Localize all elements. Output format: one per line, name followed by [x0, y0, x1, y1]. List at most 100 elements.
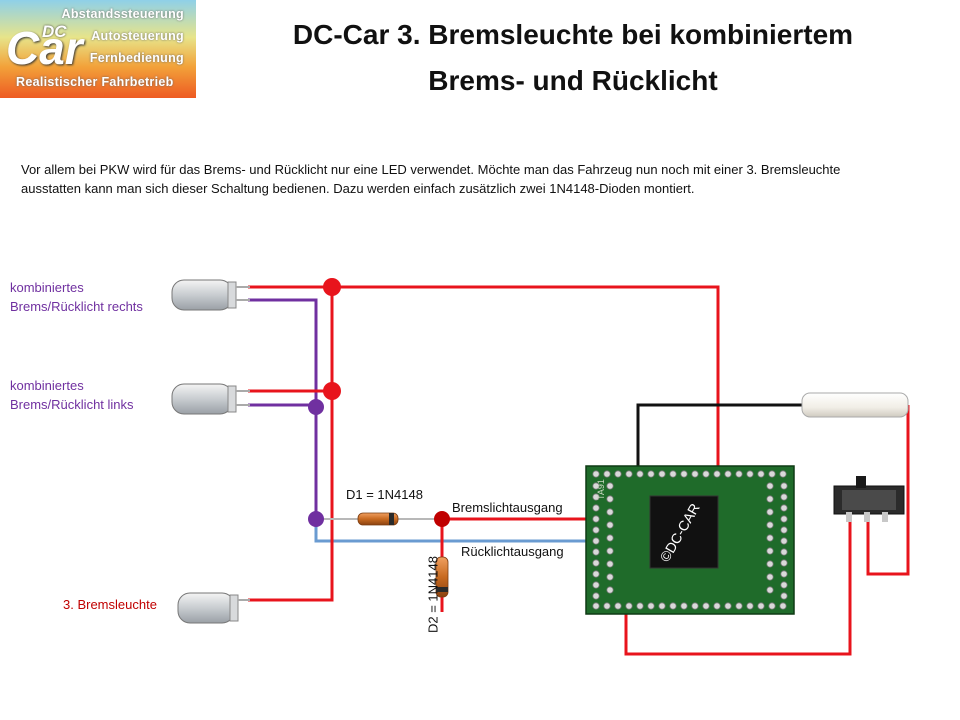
- board-pad: [780, 526, 788, 534]
- board-pad: [606, 534, 614, 542]
- board-pad: [766, 573, 774, 581]
- slide-switch: [833, 476, 905, 522]
- board-pad: [780, 504, 788, 512]
- diode-d1: [316, 512, 442, 526]
- board-pad: [768, 602, 776, 610]
- board-pad: [780, 559, 788, 567]
- board-pad: [766, 534, 774, 542]
- board-pad: [606, 482, 614, 490]
- board-pad: [757, 602, 765, 610]
- board-pad: [606, 495, 614, 503]
- board-pad: [669, 470, 677, 478]
- board-pad: [592, 602, 600, 610]
- board-pad: [680, 602, 688, 610]
- page-title: DC-Car 3. Bremsleuchte bei kombiniertem …: [200, 12, 946, 104]
- board-pad: [766, 508, 774, 516]
- board-pad: [702, 602, 710, 610]
- board-pad: [780, 570, 788, 578]
- board-pad: [603, 602, 611, 610]
- intro-text: Vor allem bei PKW wird für das Brems- un…: [21, 160, 951, 198]
- board-pad: [780, 592, 788, 600]
- board-pad: [780, 493, 788, 501]
- board-pad: [625, 470, 633, 478]
- board-pad: [669, 602, 677, 610]
- board-pad: [735, 602, 743, 610]
- label-led-third-brake: 3. Bremsleuchte: [63, 597, 157, 612]
- board-pad: [780, 515, 788, 523]
- dc-car-decoder-board: ©DC-CAR TA91: [585, 465, 795, 615]
- title-line-1: DC-Car 3. Bremsleuchte bei kombiniertem: [292, 19, 854, 50]
- led-rear-right: [171, 279, 250, 311]
- dc-car-logo: Car DC Abstandssteuerung Autosteuerung F…: [0, 0, 196, 98]
- board-pad: [592, 548, 600, 556]
- board-pad: [746, 602, 754, 610]
- led-rear-left: [171, 383, 250, 415]
- board-pad: [636, 602, 644, 610]
- board-pad: [780, 482, 788, 490]
- board-pad: [592, 493, 600, 501]
- board-pad: [606, 560, 614, 568]
- board-pad: [592, 504, 600, 512]
- ground-wire: [636, 403, 804, 470]
- logo-tagline: Realistischer Fahrbetrieb: [16, 75, 174, 89]
- board-pad: [603, 470, 611, 478]
- intro-line-2: ausstatten kann man sich dieser Schaltun…: [21, 181, 695, 196]
- board-pad: [766, 521, 774, 529]
- board-pad: [713, 602, 721, 610]
- tail-light-wire: [314, 520, 594, 543]
- board-chip-text: TA91: [596, 479, 606, 500]
- board-pad: [592, 581, 600, 589]
- board-pad: [757, 470, 765, 478]
- board-pad: [592, 526, 600, 534]
- board-pad: [746, 470, 754, 478]
- board-pad: [779, 602, 787, 610]
- led-third-brake: [177, 592, 250, 624]
- board-pad: [592, 537, 600, 545]
- board-pad: [606, 586, 614, 594]
- board-pad: [768, 470, 776, 478]
- board-pad: [647, 470, 655, 478]
- board-pad: [592, 482, 600, 490]
- board-pad: [606, 508, 614, 516]
- board-pads: [592, 470, 788, 610]
- board-pad: [592, 515, 600, 523]
- label-diode-d1: D1 = 1N4148: [346, 487, 423, 502]
- board-pad: [780, 537, 788, 545]
- board-pad: [766, 482, 774, 490]
- board-pad: [592, 592, 600, 600]
- logo-brand-large: Car: [6, 22, 83, 74]
- board-pad: [606, 547, 614, 555]
- intro-line-1: Vor allem bei PKW wird für das Brems- un…: [21, 162, 841, 177]
- board-pad: [691, 470, 699, 478]
- label-led-rear-left: kombiniertes Brems/Rücklicht links: [10, 378, 134, 412]
- board-pad: [766, 547, 774, 555]
- board-pad: [724, 470, 732, 478]
- logo-brand-small: DC: [42, 22, 67, 41]
- title-line-2: Brems- und Rücklicht: [428, 65, 718, 96]
- brake-light-wire: [248, 285, 910, 656]
- label-diode-d2: D2 = 1N4148: [425, 556, 441, 633]
- tail-light-wire-purple: [248, 298, 318, 520]
- board-pad: [780, 581, 788, 589]
- board-pad: [779, 470, 787, 478]
- board-pad: [614, 470, 622, 478]
- board-pad: [658, 470, 666, 478]
- board-pad: [614, 602, 622, 610]
- diode-d2: [435, 556, 449, 598]
- board-pad: [766, 586, 774, 594]
- logo-tagline: Abstandssteuerung: [61, 7, 184, 21]
- board-pad: [680, 470, 688, 478]
- label-tail-output: Rücklichtausgang: [461, 544, 564, 559]
- board-pad: [625, 602, 633, 610]
- label-led-rear-right: kombiniertes Brems/Rücklicht rechts: [10, 280, 143, 314]
- board-pad: [766, 495, 774, 503]
- board-pad: [606, 521, 614, 529]
- board-pad: [702, 470, 710, 478]
- board-pad: [606, 573, 614, 581]
- board-pad: [647, 602, 655, 610]
- board-pad: [691, 602, 699, 610]
- board-pad: [735, 470, 743, 478]
- board-pad: [766, 560, 774, 568]
- board-pad: [724, 602, 732, 610]
